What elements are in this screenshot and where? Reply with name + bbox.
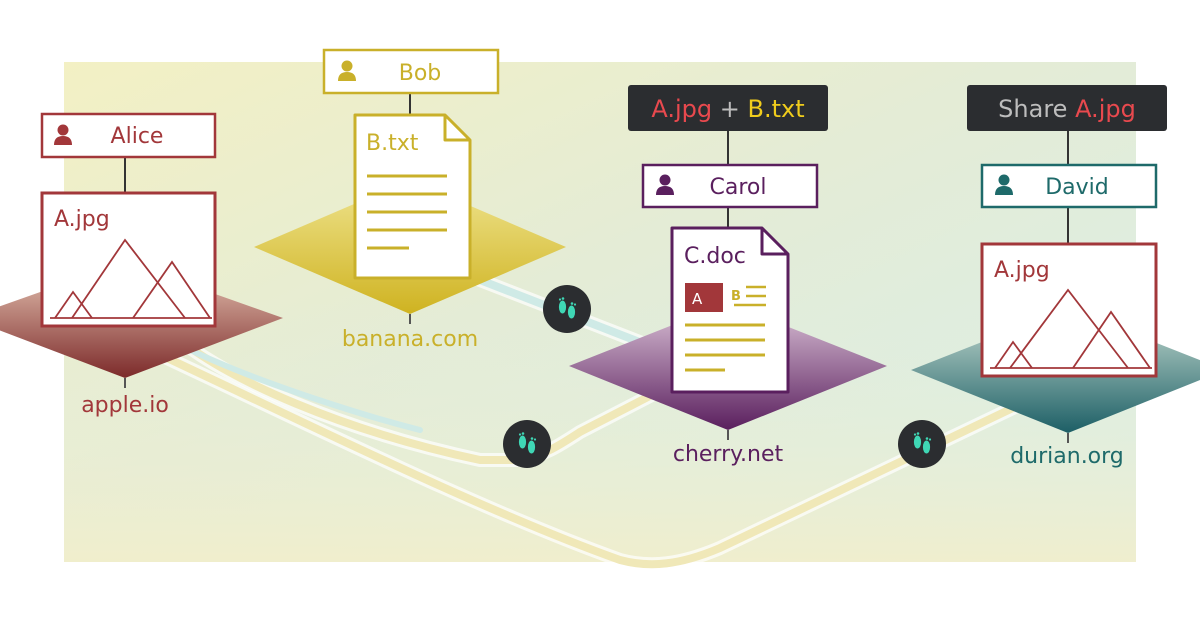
file-name-bob: B.txt: [366, 131, 419, 156]
user-card-bob[interactable]: Bob: [322, 48, 500, 95]
user-name-alice: Alice: [111, 124, 164, 149]
embedded-text-letter: B: [731, 289, 741, 304]
document-text-lines-icon: [685, 323, 765, 372]
embedded-image-block: [685, 283, 723, 312]
person-icon: [54, 124, 72, 145]
road-apple-durian-inner: [146, 346, 1044, 569]
image-mountains-icon: [50, 238, 212, 319]
tooltip-carol: A.jpg + B.txt: [628, 85, 828, 131]
user-card-carol[interactable]: Carol: [641, 163, 819, 209]
file-card-alice[interactable]: A.jpg: [40, 191, 217, 328]
person-icon: [338, 60, 356, 81]
tooltip-carol-text: A.jpg + B.txt: [651, 95, 804, 123]
tooltip-david-text: Share A.jpg: [998, 95, 1136, 123]
stems: [124, 93, 1069, 443]
file-name-david: A.jpg: [994, 258, 1050, 283]
road-apple-banana-inner: [177, 342, 423, 433]
domain-banana: banana.com: [342, 327, 478, 352]
connection-roads: [143, 273, 1047, 572]
embedded-text-lines: [734, 285, 766, 307]
user-name-david: David: [1045, 175, 1109, 200]
embedded-image-letter: A: [692, 290, 703, 308]
user-card-david[interactable]: David: [980, 163, 1158, 209]
image-mountains-icon: [990, 288, 1152, 369]
file-card-david[interactable]: A.jpg: [980, 242, 1158, 378]
user-name-bob: Bob: [399, 61, 442, 86]
file-card-bob[interactable]: B.txt: [353, 113, 472, 280]
domain-cherry: cherry.net: [673, 442, 784, 467]
user-card-alice[interactable]: Alice: [40, 112, 217, 159]
domain-apple: apple.io: [81, 393, 169, 418]
tooltip-david: Share A.jpg: [967, 85, 1167, 131]
file-card-carol[interactable]: C.doc A B: [670, 226, 790, 394]
footprint-badge-banana-cherry[interactable]: [543, 285, 591, 333]
file-name-alice: A.jpg: [54, 207, 110, 232]
road-apple-cherry-inner: [176, 336, 704, 464]
text-lines-icon: [367, 174, 447, 250]
footprint-badge-cherry-durian[interactable]: [898, 420, 946, 468]
user-name-carol: Carol: [710, 175, 767, 200]
person-icon: [995, 174, 1013, 195]
file-name-carol: C.doc: [684, 244, 746, 269]
footprint-badge-apple-cherry[interactable]: [503, 420, 551, 468]
domain-durian: durian.org: [1010, 444, 1124, 469]
person-icon: [656, 174, 674, 195]
